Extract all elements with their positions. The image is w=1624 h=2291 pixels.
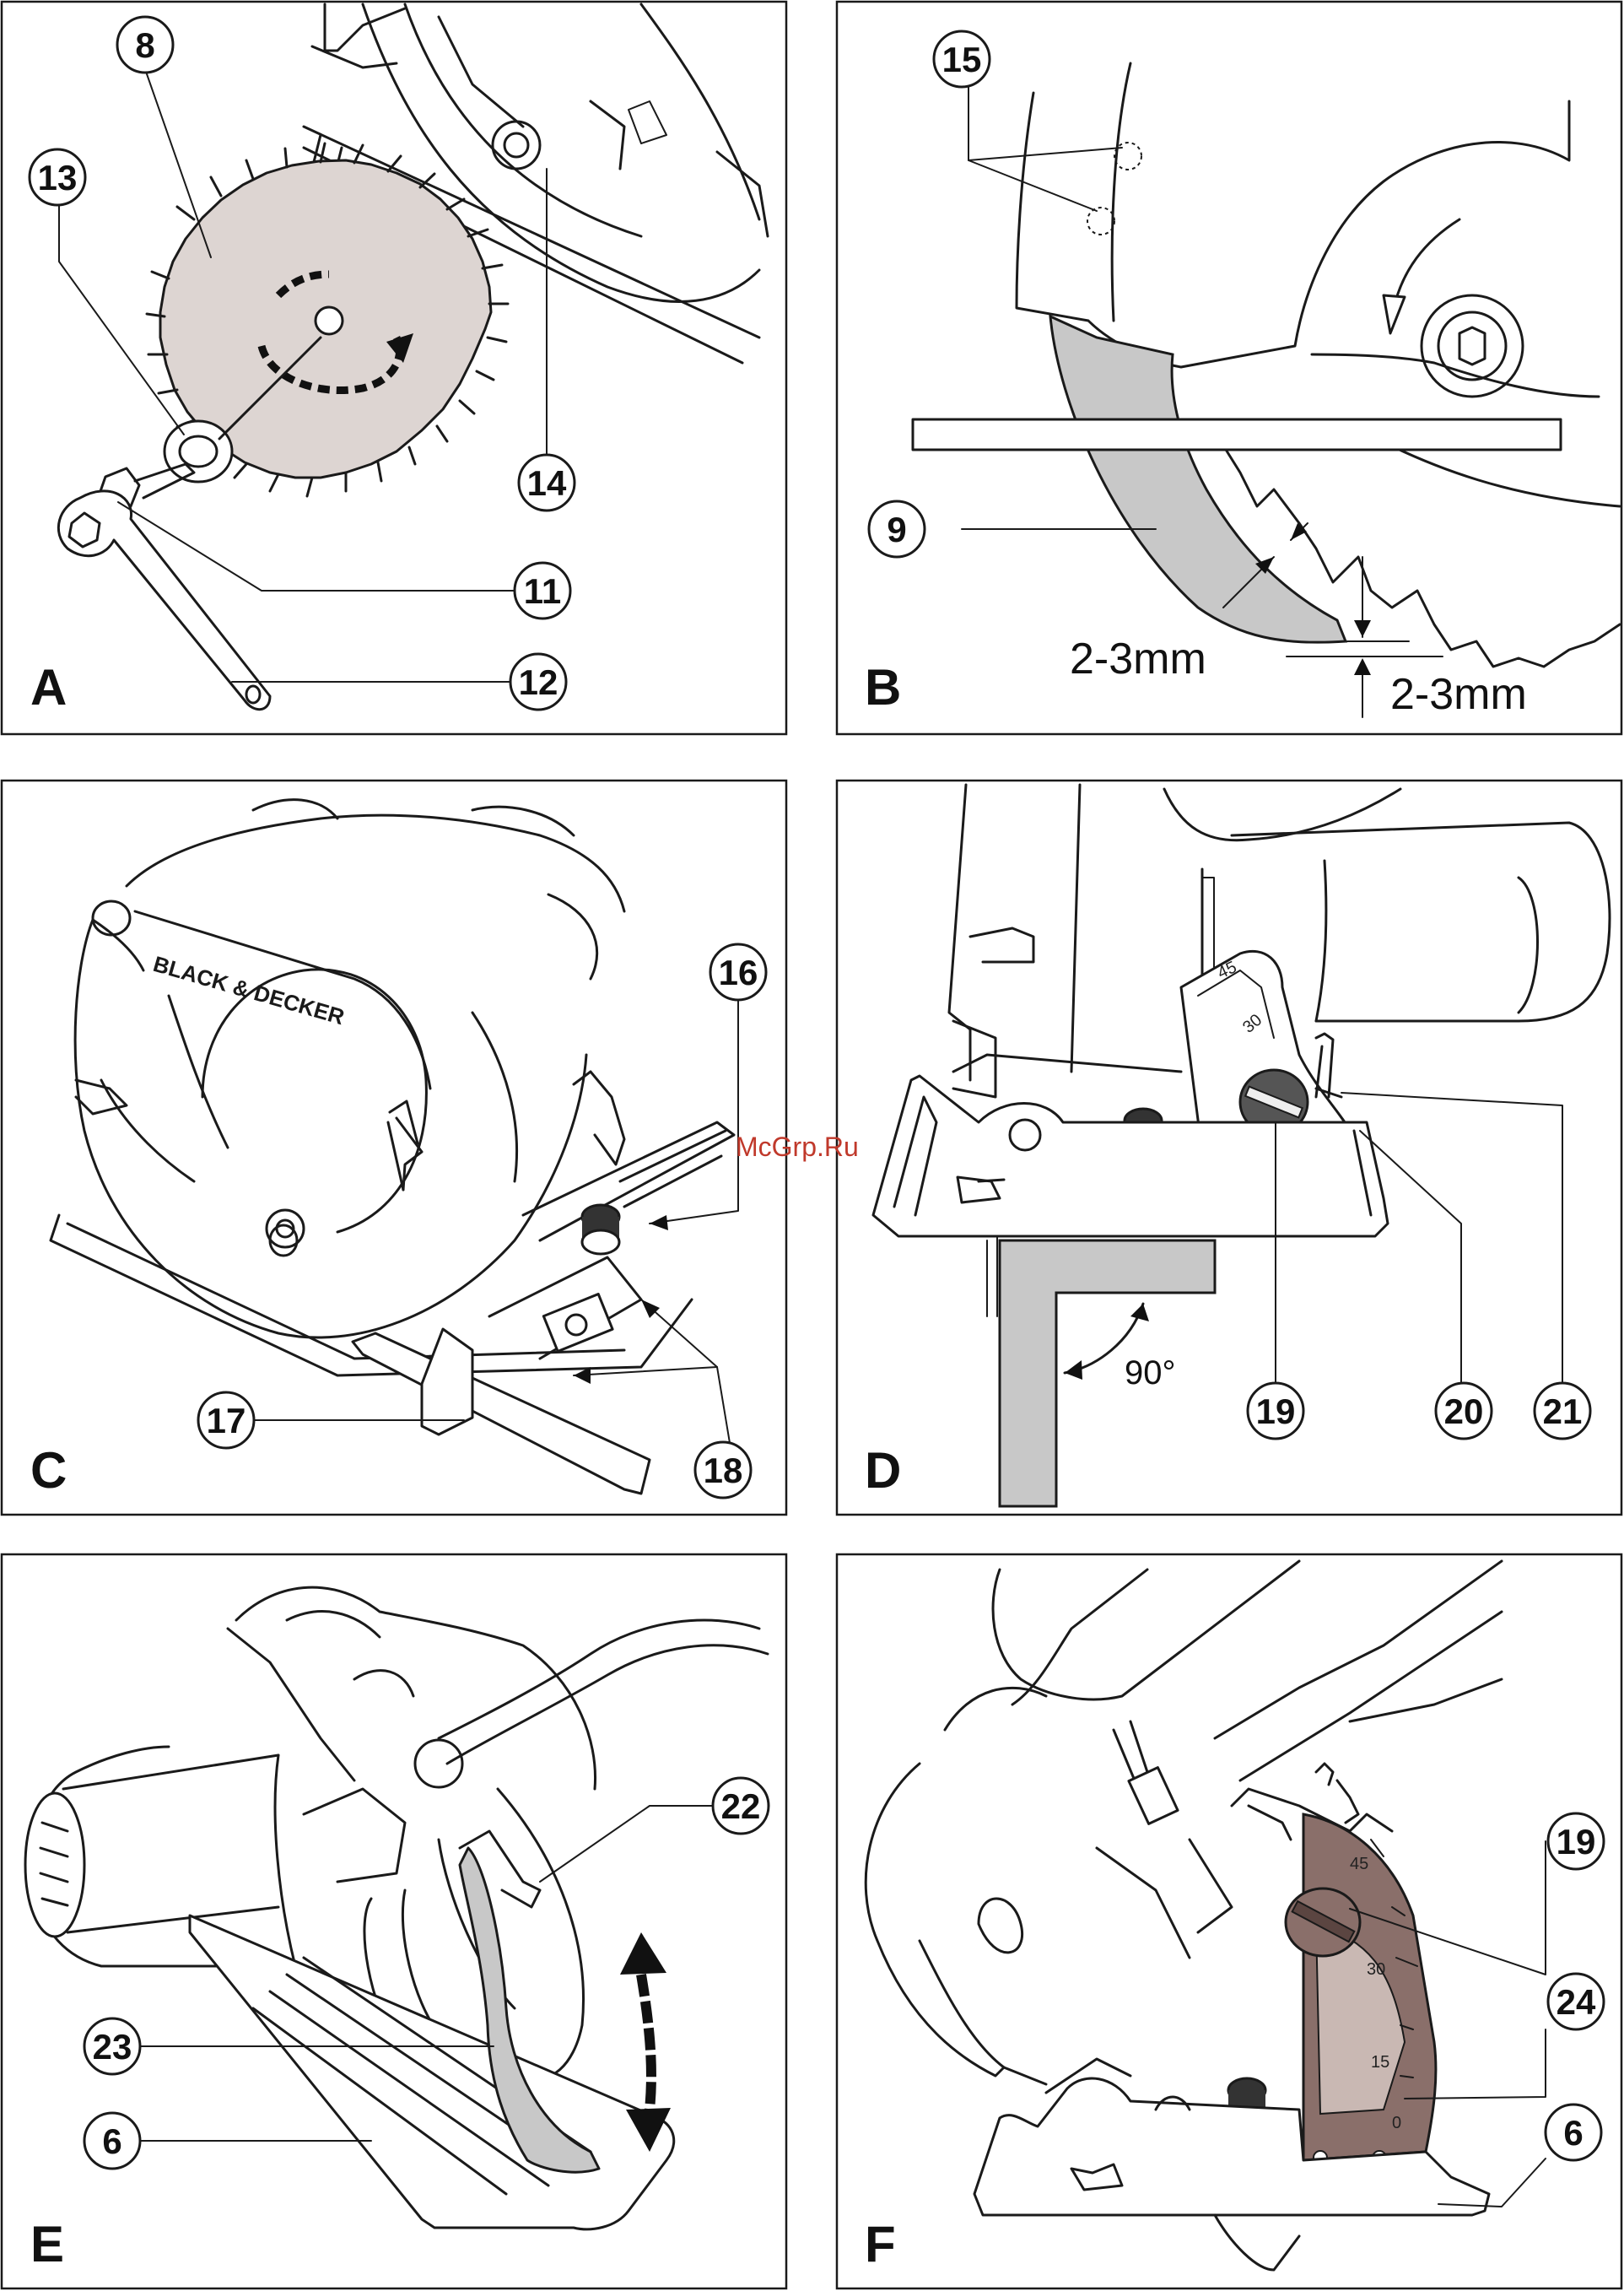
callout-23: 23 [84,2018,140,2074]
svg-text:24: 24 [1557,1982,1596,2022]
dimension-label-2: 2-3mm [1390,670,1527,719]
svg-text:6: 6 [1563,2113,1583,2153]
callout-14: 14 [519,455,575,511]
panel-label-a: A [30,659,67,716]
scale-mark-0-f: 0 [1392,2114,1401,2132]
scale-mark-15-f: 15 [1371,2053,1389,2072]
callout-20: 20 [1436,1383,1492,1439]
callout-19-d: 19 [1248,1383,1303,1439]
angle-label: 90° [1125,1354,1176,1391]
fence-knob [582,1205,619,1254]
callout-12: 12 [510,654,566,710]
panel-e: 22 23 6 E [2,1554,786,2288]
panel-c: BLACK & DECKER [2,781,786,1515]
callout-15: 15 [934,31,990,87]
callout-22: 22 [713,1778,769,1834]
svg-text:21: 21 [1543,1391,1583,1431]
svg-text:12: 12 [519,662,558,702]
svg-text:8: 8 [135,25,154,65]
svg-text:11: 11 [524,571,561,611]
svg-text:15: 15 [942,40,982,79]
callout-9: 9 [869,501,925,557]
svg-text:23: 23 [93,2027,132,2067]
panel-label-e: E [30,2216,64,2272]
callout-21: 21 [1535,1383,1590,1439]
svg-text:13: 13 [38,158,78,197]
callout-11: 11 [515,563,570,619]
scale-mark-45-f: 45 [1350,1855,1368,1873]
svg-text:6: 6 [102,2121,121,2161]
callout-19-f: 19 [1548,1813,1604,1869]
panel-label-b: B [865,659,901,716]
svg-text:19: 19 [1557,1822,1596,1861]
callout-17: 17 [198,1392,254,1448]
callout-16: 16 [710,944,766,1000]
callout-6-e: 6 [84,2113,140,2169]
panel-label-d: D [865,1442,901,1499]
callout-8: 8 [117,17,173,73]
watermark: McGrp.Ru [736,1132,859,1162]
svg-text:18: 18 [704,1451,743,1490]
bevel-knob-f [1286,1888,1360,1956]
panel-f: 45 30 15 0 19 [837,1554,1621,2288]
panel-a: 8 13 14 11 12 A [2,2,786,734]
callout-6-f: 6 [1546,2105,1601,2160]
svg-text:20: 20 [1444,1391,1484,1431]
svg-text:14: 14 [527,463,567,503]
svg-text:16: 16 [719,953,758,992]
callout-13: 13 [30,149,85,205]
panel-label-c: C [30,1442,67,1499]
callout-18: 18 [695,1442,751,1498]
scale-mark-30-f: 30 [1367,1960,1385,1979]
svg-text:19: 19 [1256,1391,1296,1431]
panel-d: 45 30 [837,781,1621,1515]
dimension-label-1: 2-3mm [1070,635,1206,684]
svg-text:9: 9 [887,510,906,549]
panel-label-f: F [865,2216,896,2272]
panel-b: 15 9 2-3mm 2-3mm B [837,2,1621,734]
svg-text:17: 17 [207,1401,246,1440]
callout-24: 24 [1548,1974,1604,2029]
svg-text:22: 22 [721,1786,761,1826]
